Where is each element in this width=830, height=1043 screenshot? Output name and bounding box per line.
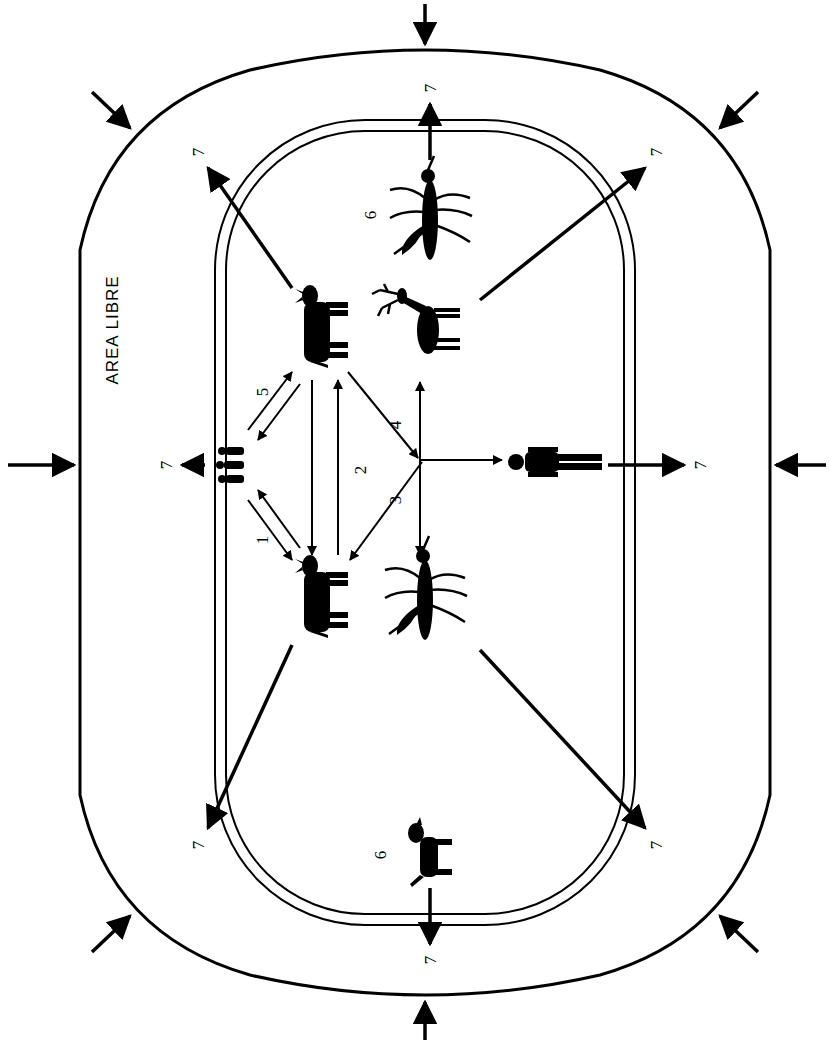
- callout-number: 4: [387, 421, 404, 430]
- insect-silhouette: [390, 156, 472, 260]
- callout-number: 7: [692, 461, 709, 470]
- callout-number: 7: [190, 148, 207, 157]
- callout-number: 2: [352, 466, 369, 475]
- callout-number: 7: [190, 841, 207, 850]
- callout-number: 3: [387, 496, 404, 505]
- dog-silhouette: [408, 817, 452, 887]
- area-label: AREA LIBRE: [104, 275, 121, 384]
- callout-number: 7: [422, 956, 439, 965]
- deer-silhouette: [372, 284, 460, 354]
- cow-silhouette: [295, 285, 348, 368]
- callout-number: 7: [158, 461, 175, 470]
- cow-silhouette: [295, 555, 348, 638]
- callout-number: 7: [648, 148, 665, 157]
- outer-boundary: [80, 50, 770, 995]
- callout-number: 7: [422, 84, 439, 93]
- enclosure-outer-line: [215, 120, 635, 925]
- callout-number: 7: [648, 841, 665, 850]
- human-silhouette: [508, 447, 602, 477]
- callout-number: 6: [372, 851, 389, 860]
- incoming-arrows: [8, 4, 826, 1040]
- enclosure-inner-line: [226, 131, 624, 914]
- people-silhouette: [216, 447, 244, 483]
- callout-number: 5: [254, 388, 271, 397]
- insect-silhouette: [385, 536, 467, 640]
- callout-number: 6: [362, 211, 379, 220]
- interaction-arrows: [248, 372, 502, 560]
- callout-number: 1: [254, 536, 271, 545]
- outgoing-arrows: [182, 104, 684, 944]
